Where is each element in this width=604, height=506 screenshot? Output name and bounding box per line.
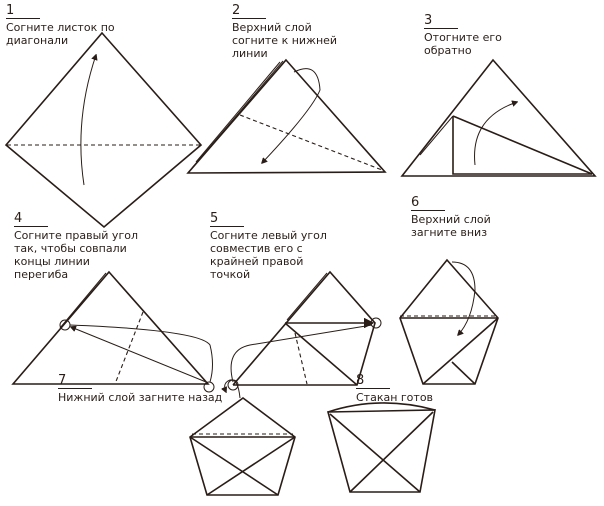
step-text: Стакан готов: [356, 391, 434, 404]
step-text: Согните листок по диагонали: [6, 21, 115, 47]
step-text: Верхний слой согните к нижней линии: [232, 21, 338, 60]
step-text: Отогните его обратно: [424, 31, 502, 57]
diagram-step-6: [399, 258, 499, 385]
step-number: 5: [210, 212, 244, 227]
diagram-step-5: [227, 270, 382, 391]
step-number: 4: [14, 212, 48, 227]
step-number: 8: [356, 374, 390, 389]
step-text: Нижний слой загните назад: [58, 391, 223, 404]
step-number: 2: [232, 4, 266, 19]
diagram-step-4: [11, 270, 215, 393]
step-number: 7: [58, 374, 92, 389]
diagram-step-8: [326, 402, 436, 493]
step-text: Согните правый угол так, чтобы совпали к…: [14, 229, 138, 281]
diagram-step-2: [186, 58, 387, 174]
step-text: Верхний слой загните вниз: [411, 213, 491, 239]
diagram-step-3: [400, 58, 597, 177]
step-number: 6: [411, 196, 445, 211]
step-text: Согните левый угол совместив его с крайн…: [210, 229, 327, 281]
diagram-step-7: [189, 379, 296, 496]
diagram-step-1: [4, 31, 203, 229]
step-number: 1: [6, 4, 40, 19]
step-number: 3: [424, 14, 458, 29]
